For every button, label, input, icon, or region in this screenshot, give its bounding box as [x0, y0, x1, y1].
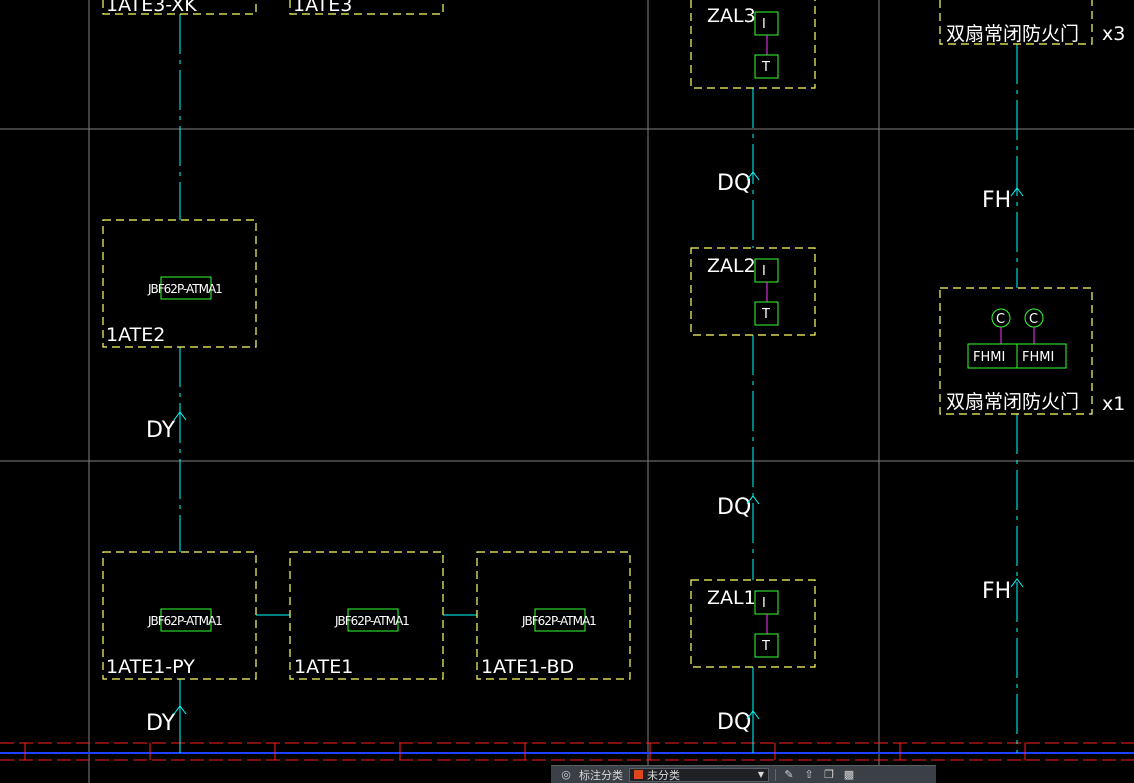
fire-door-box-top[interactable]: 双扇常闭防火门 x3	[939, 0, 1125, 45]
circuit-label-dy-1: DY	[146, 411, 187, 443]
circuit-label-dq-3: DQ	[717, 710, 760, 735]
device-box-1ate1[interactable]: JBF62P-ATMA1 1ATE1	[289, 551, 444, 680]
symbol-i: I	[762, 596, 766, 611]
fhmi-label: FHMI	[1022, 350, 1054, 365]
circuit-label-dq-1: DQ	[717, 171, 760, 196]
layer-select-value: 未分类	[647, 768, 680, 782]
circuit-label-dy-2: DY	[146, 705, 187, 736]
device-box-zal2[interactable]: ZAL2 I T	[690, 247, 816, 336]
box-id-label: ZAL3	[707, 5, 756, 27]
part-number-label: JBF62P-ATMA1	[334, 614, 409, 628]
symbol-i: I	[762, 17, 766, 32]
circuit-label-text: FH	[982, 579, 1011, 604]
chevron-down-icon: ▼	[757, 770, 764, 779]
annotation-toolbar: ◎ 标注分类 未分类 ▼ ✎ ⇧ ❐ ▩	[551, 765, 936, 783]
circuit-label-text: FH	[982, 188, 1011, 213]
toolbar-copy-icon[interactable]: ❐	[824, 767, 834, 781]
circuit-label-text: DQ	[717, 710, 751, 735]
device-box-1ate2[interactable]: JBF62P-ATMA1 1ATE2	[102, 219, 257, 348]
circuit-label-fh-2: FH	[982, 578, 1024, 604]
symbol-i: I	[762, 264, 766, 279]
box-id-label: ZAL1	[707, 587, 756, 609]
box-id-label: ZAL2	[707, 255, 756, 277]
device-box-zal1[interactable]: ZAL1 I T	[690, 579, 816, 668]
circuit-label-dq-2: DQ	[717, 495, 760, 520]
device-box-zal3[interactable]: ZAL3 I T	[690, 0, 816, 89]
box-id-label: 1ATE2	[106, 324, 165, 346]
layer-select[interactable]: 未分类 ▼	[629, 767, 769, 782]
quantity-label: x3	[1102, 23, 1125, 45]
part-number-label: JBF62P-ATMA1	[147, 282, 222, 296]
circuit-label-text: DY	[146, 418, 176, 443]
toolbar-delete-icon[interactable]: ▩	[843, 767, 855, 781]
device-box-1ate1-bd[interactable]: JBF62P-ATMA1 1ATE1-BD	[476, 551, 631, 680]
part-number-label: JBF62P-ATMA1	[147, 614, 222, 628]
box-id-label: 1ATE1-BD	[481, 656, 574, 678]
box-id-label: 1ATE1-PY	[106, 656, 195, 678]
top-partial-box-2[interactable]: 1ATE3	[289, 0, 444, 16]
device-box-1ate1-py[interactable]: JBF62P-ATMA1 1ATE1-PY	[102, 551, 257, 680]
fhmi-label: FHMI	[973, 350, 1005, 365]
toolbar-edit-icon[interactable]: ✎	[784, 767, 794, 781]
wires	[179, 14, 1018, 753]
box-id-label: 1ATE1	[294, 656, 353, 678]
circuit-label-text: DQ	[717, 495, 751, 520]
circle-c-label: C	[996, 312, 1005, 327]
circle-c-label: C	[1029, 312, 1038, 327]
part-number-label: JBF62P-ATMA1	[521, 614, 596, 628]
toolbar-divider	[775, 768, 776, 781]
box-id-label: 1ATE3-XK	[106, 0, 197, 16]
circuit-label-fh-1: FH	[982, 187, 1024, 213]
bus-lines	[0, 742, 1134, 761]
top-partial-box-1[interactable]: 1ATE3-XK	[102, 0, 257, 16]
symbol-t: T	[761, 639, 770, 654]
door-label: 双扇常闭防火门	[946, 23, 1079, 45]
circuit-label-text: DY	[146, 711, 176, 736]
toolbar-upload-icon[interactable]: ⇧	[804, 767, 814, 781]
fire-door-box[interactable]: C C FHMI FHMI 双扇常闭防火门 x1	[939, 287, 1125, 415]
layer-color-swatch	[634, 770, 643, 779]
symbol-t: T	[761, 60, 770, 75]
door-label: 双扇常闭防火门	[946, 391, 1079, 413]
quantity-label: x1	[1102, 393, 1125, 415]
toolbar-pin-icon[interactable]: ◎	[561, 767, 571, 781]
symbol-t: T	[761, 307, 770, 322]
box-id-label: 1ATE3	[293, 0, 352, 16]
toolbar-label: 标注分类	[579, 768, 623, 782]
circuit-label-text: DQ	[717, 171, 751, 196]
